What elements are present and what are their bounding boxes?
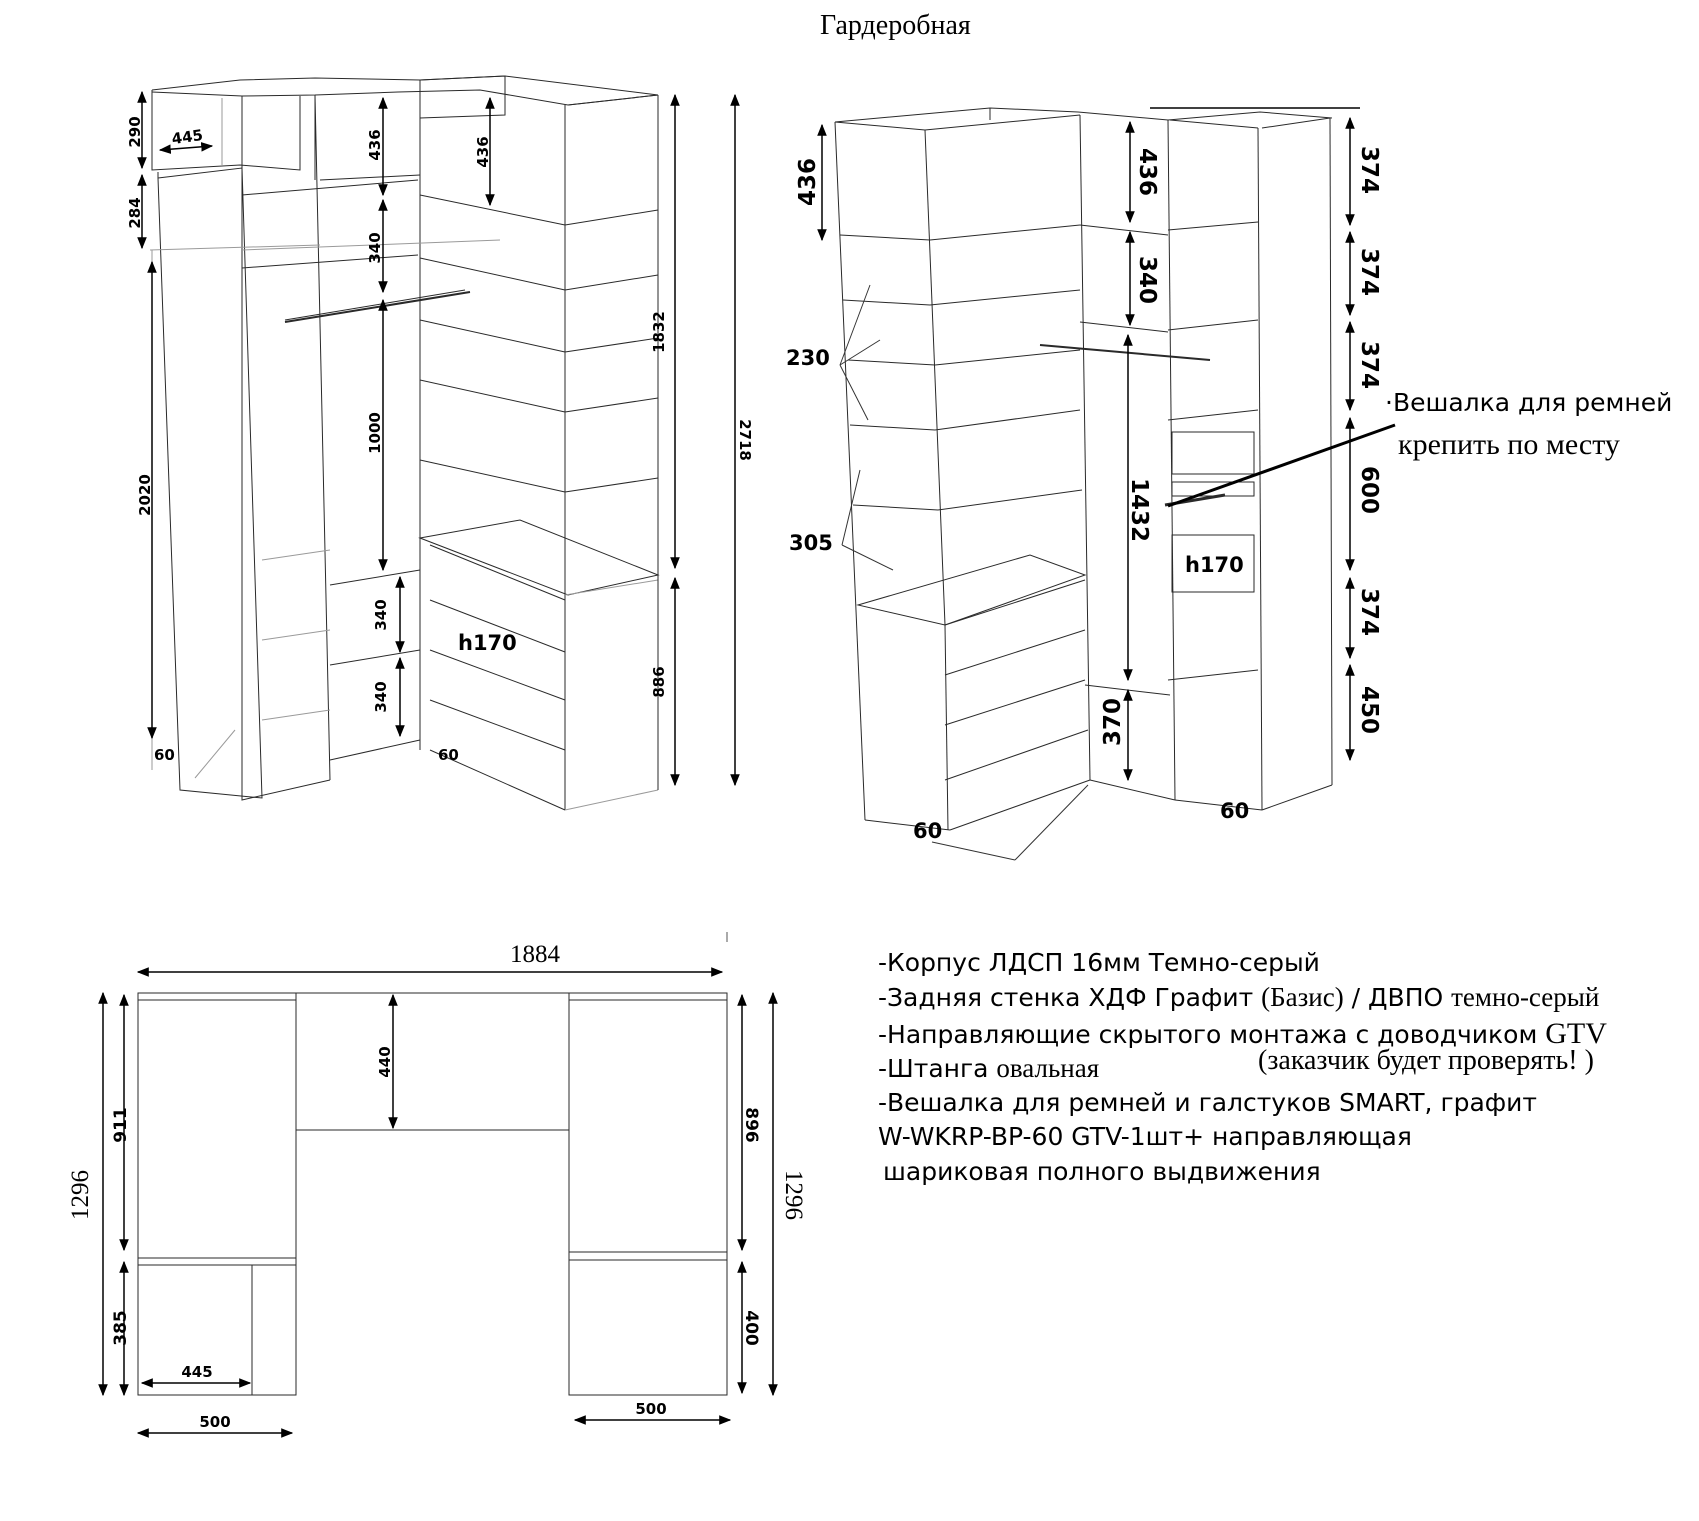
dim-374-2: 374 (1356, 248, 1382, 296)
note-body: -Корпус ЛДСП 16мм Темно-серый (878, 948, 1320, 977)
dim-370: 370 (1100, 698, 1126, 746)
dim-374-1: 374 (1356, 146, 1382, 194)
dim-305: 305 (789, 531, 833, 555)
dim-445: 445 (171, 126, 205, 148)
dim-1432: 1432 (1126, 478, 1152, 542)
note-hanger: -Вешалка для ремней и галстуков SMART, г… (878, 1088, 1537, 1117)
dim-374-3: 374 (1356, 341, 1382, 389)
dim-340-top: 340 (366, 232, 384, 263)
dim-440: 440 (376, 1046, 394, 1077)
dim-896: 896 (741, 1107, 761, 1143)
note-ball-runner: шариковая полного выдвижения (883, 1157, 1321, 1186)
drawer-height-label-right: h170 (1185, 553, 1244, 577)
dim-284: 284 (126, 197, 144, 228)
note-runners: -Направляющие скрытого монтажа с доводчи… (878, 1017, 1607, 1050)
dim-436-mid: 436 (366, 129, 384, 160)
plan-view (137, 992, 728, 1396)
dim-60-right: 60 (1220, 799, 1249, 823)
dim-1000: 1000 (366, 412, 384, 454)
dim-445: 445 (181, 1363, 212, 1381)
note-hanger-code: W-WKRP-BP-60 GTV-1шт+ направляющая (878, 1122, 1412, 1151)
dim-450: 450 (1356, 686, 1382, 734)
left-iso-dimensions: 290 445 284 2020 436 340 1000 340 340 43… (126, 90, 754, 787)
dim-1296-right: 1296 (780, 1170, 807, 1220)
dim-385: 385 (111, 1310, 131, 1346)
dim-600: 600 (1356, 466, 1382, 514)
note-rod: -Штанга овальная (878, 1053, 1100, 1083)
dim-436-right: 436 (474, 136, 492, 167)
dim-400: 400 (741, 1310, 761, 1346)
right-iso-view (834, 107, 1333, 831)
drawer-height-label: h170 (458, 631, 517, 655)
note-customer-check: (заказчик будет проверять! ) (1258, 1045, 1594, 1076)
dim-60-left: 60 (154, 746, 175, 764)
left-iso-view (149, 75, 660, 811)
belt-hanger-callout-line1: ·Вешалка для ремней (1385, 388, 1673, 417)
plan-dimensions: 1884 1296 1296 911 385 445 500 440 896 4… (67, 932, 807, 1438)
belt-hanger-callout-line2: крепить по месту (1398, 428, 1620, 461)
dim-500-right: 500 (635, 1400, 666, 1418)
dim-60-left: 60 (913, 819, 942, 843)
dim-340: 340 (1134, 256, 1160, 304)
dim-374-4: 374 (1356, 588, 1382, 636)
dim-340-low: 340 (372, 681, 390, 712)
dim-886: 886 (650, 666, 668, 697)
page-title: Гардеробная (820, 10, 971, 41)
right-iso-dimensions: 436 230 305 436 340 1432 370 h170 374 37… (786, 107, 1396, 861)
dim-2718: 2718 (736, 419, 754, 461)
dim-340-mid: 340 (372, 599, 390, 630)
dim-911: 911 (111, 1107, 131, 1143)
dim-60-mid: 60 (438, 746, 459, 764)
dim-500-left: 500 (199, 1413, 230, 1431)
dim-1884: 1884 (510, 941, 561, 968)
note-back-panel: -Задняя стенка ХДФ Графит (Базис) / ДВПО… (878, 982, 1600, 1012)
dim-2020: 2020 (136, 474, 154, 516)
dim-230: 230 (786, 346, 830, 370)
dim-436-mid: 436 (1134, 148, 1160, 196)
dim-436-left: 436 (795, 158, 821, 206)
dim-1296-left: 1296 (67, 1170, 94, 1220)
dim-1832: 1832 (650, 311, 668, 353)
dim-290: 290 (126, 116, 144, 147)
